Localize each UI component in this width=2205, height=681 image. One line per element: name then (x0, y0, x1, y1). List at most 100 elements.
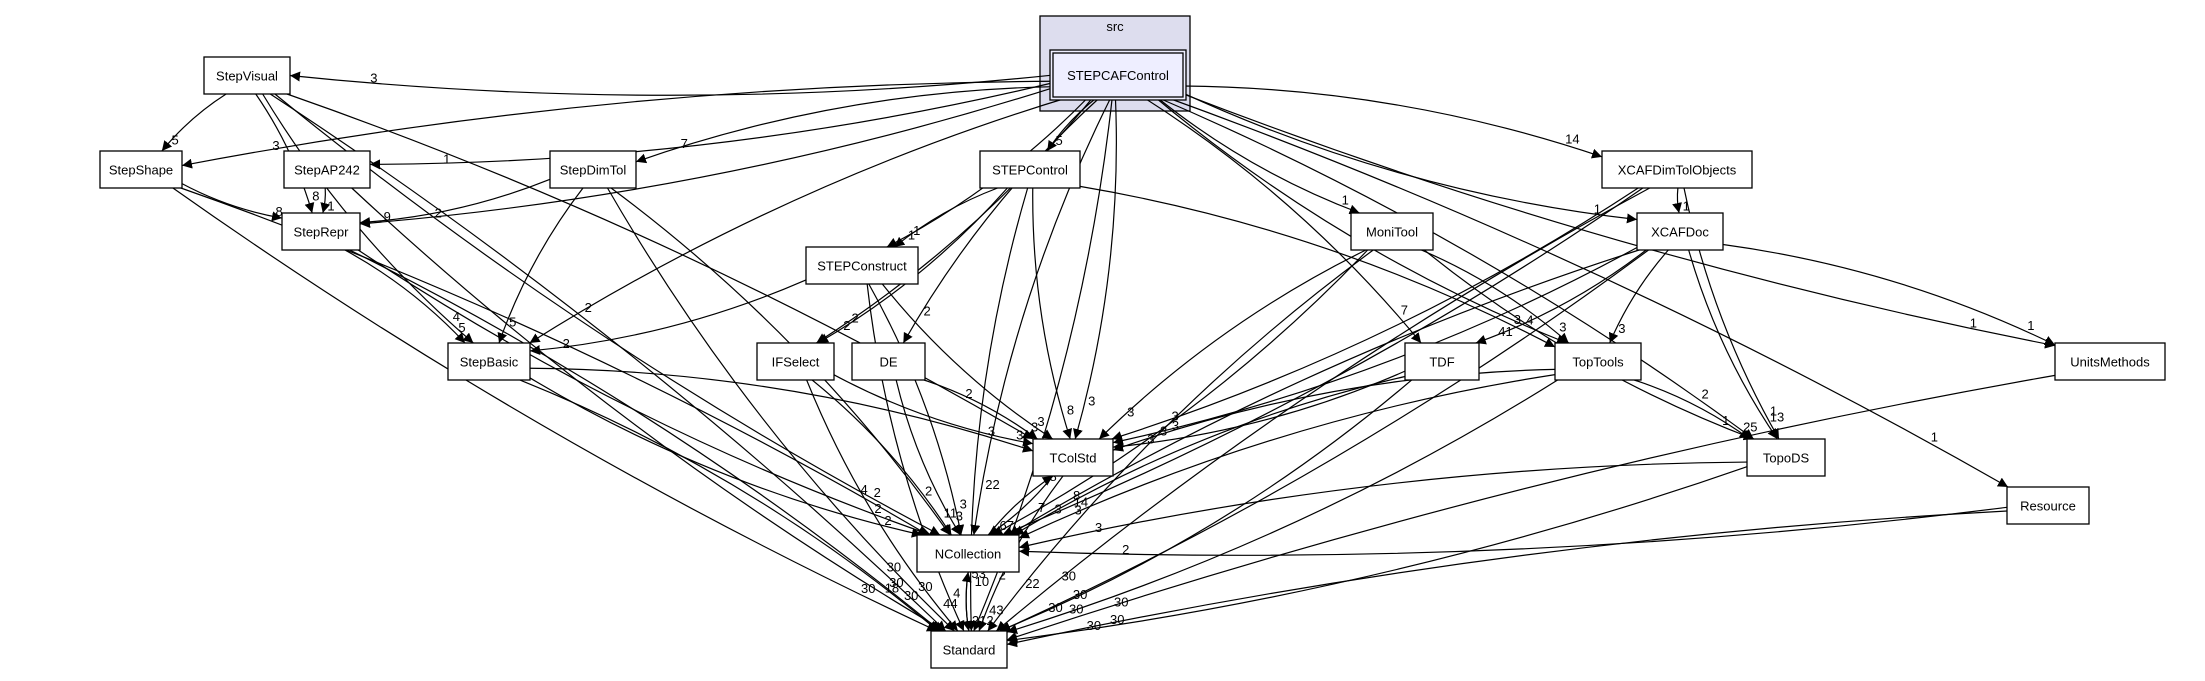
edge-stepconstruct-to-ncollection[interactable]: 3 (868, 283, 967, 536)
edge-xcafdoc-to-toptools[interactable]: 3 (1609, 249, 1669, 344)
edge-xcafdimtolobjects-to-standard[interactable]: 30 (995, 187, 1650, 632)
edge-xcafdoc-to-tcolstd[interactable]: 3 (1112, 246, 1638, 446)
edge-stepcafcontrol-to-tcolstd[interactable]: 3 (1073, 96, 1117, 440)
edge-stepcafcontrol-to-steprepr[interactable]: 2 (359, 87, 1054, 229)
edge-stepconstruct-to-standard[interactable]: 4 (866, 283, 965, 632)
edge-steprepr-to-stepbasic[interactable]: 5 (344, 249, 466, 344)
edge-stepcafcontrol-to-stepvisual[interactable]: 3 (289, 71, 1054, 96)
edge-stepbasic-to-standard[interactable]: 30 (519, 379, 939, 632)
edge-stepshape-to-steprepr[interactable]: 8 (181, 183, 283, 222)
edge-label: 1 (1683, 199, 1690, 214)
edge-stepdimtol-to-standard[interactable]: 30 (606, 187, 955, 632)
edge-topods-to-ncollection[interactable]: 3 (1018, 461, 1748, 551)
edge-stepcafcontrol-to-ncollection[interactable]: 22 (970, 96, 1112, 536)
edge-stepdimtol-to-stepbasic[interactable]: 5 (497, 187, 584, 344)
edge-stepcontrol-to-ifselect[interactable]: 2 (817, 187, 1008, 344)
node-stepdimtol[interactable]: StepDimTol (549, 150, 637, 189)
edge-stepbasic-to-tcolstd[interactable]: 3 (529, 367, 1034, 453)
node-steprepr[interactable]: StepRepr (281, 212, 361, 251)
edge-label: 2 (925, 483, 932, 498)
edge-monitool-to-tcolstd[interactable]: 3 (1098, 249, 1367, 440)
edge-xcafdoc-to-standard[interactable]: 30 (1000, 249, 1649, 632)
edge-unitsmethods-to-standard[interactable]: 30 (1006, 374, 2056, 642)
edge-resource-to-ncollection[interactable]: 2 (1018, 506, 2008, 557)
edge-xcafdoc-to-unitsmethods[interactable]: 1 (1722, 243, 2056, 346)
node-label-stepcontrol: STEPControl (992, 163, 1068, 178)
edge-toptools-to-ncollection[interactable]: 3 (1018, 374, 1556, 539)
node-stepbasic[interactable]: StepBasic (447, 342, 531, 381)
node-xcafdimtolobjects[interactable]: XCAFDimTolObjects (1601, 150, 1753, 189)
edge-xcafdoc-to-tdf[interactable]: 41 (1475, 249, 1647, 345)
edge-xcafdoc-to-ncollection[interactable]: 8 (1008, 249, 1640, 536)
edge-resource-to-standard[interactable]: 30 (1006, 510, 2008, 648)
node-monitool[interactable]: MoniTool (1350, 212, 1434, 251)
node-tdf[interactable]: TDF (1404, 342, 1480, 381)
edge-steprepr-to-standard[interactable]: 30 (349, 249, 941, 632)
node-topods[interactable]: TopoDS (1746, 438, 1826, 477)
edge-toptools-to-topods[interactable]: 25 (1634, 379, 1758, 440)
edge-stepbasic-to-ncollection[interactable]: 2 (529, 377, 922, 538)
edge-stepcontrol-to-tcolstd[interactable]: 8 (1032, 187, 1074, 440)
edge-stepcontrol-to-stepconstruct[interactable]: 1 (893, 187, 998, 248)
node-toptools[interactable]: TopTools (1554, 342, 1642, 381)
edge-stepap242-to-steprepr[interactable]: 1 (320, 187, 335, 214)
edge-monitool-to-standard[interactable]: 22 (987, 249, 1374, 632)
node-stepcafcontrol[interactable]: STEPCAFControl (1049, 49, 1187, 101)
edge-stepcafcontrol-to-stepshape[interactable]: 3 (181, 80, 1054, 169)
edge-stepcafcontrol-to-stepbasic[interactable]: 2 (529, 96, 1070, 344)
edge-de-to-tcolstd[interactable]: 3 (923, 379, 1038, 440)
edge-label: 3 (1037, 414, 1044, 429)
edge-stepshape-to-standard[interactable]: 30 (172, 187, 938, 632)
node-de[interactable]: DE (851, 342, 926, 381)
edge-label: 2 (874, 501, 881, 516)
edge-toptools-to-standard[interactable]: 30 (1006, 379, 1558, 634)
edge-stepcafcontrol-to-xcafdoc[interactable]: 1 (1182, 92, 1638, 224)
edge-xcafdimtolobjects-to-tcolstd[interactable]: 3 (1111, 187, 1639, 441)
edge-de-to-ncollection[interactable]: 3 (895, 379, 963, 536)
node-stepvisual[interactable]: StepVisual (203, 56, 291, 95)
edge-ifselect-to-ncollection[interactable]: 11 (811, 379, 957, 536)
node-standard[interactable]: Standard (930, 630, 1008, 669)
node-stepcontrol[interactable]: STEPControl (979, 150, 1081, 189)
edge-monitool-to-toptools[interactable]: 3 (1421, 249, 1570, 344)
node-unitsmethods[interactable]: UnitsMethods (2054, 342, 2166, 381)
edge-steprepr-to-ncollection[interactable]: 2 (357, 249, 932, 537)
node-stepconstruct[interactable]: STEPConstruct (805, 246, 919, 285)
node-resource[interactable]: Resource (2006, 486, 2090, 525)
edge-stepcafcontrol-to-xcafdimtolobjects[interactable]: 14 (1182, 85, 1603, 159)
edge-stepvisual-to-stepshape[interactable]: 5 (161, 93, 227, 152)
edge-ifselect-to-standard[interactable]: 44 (806, 379, 959, 632)
edge-tdf-to-ncollection[interactable]: 3 (1013, 375, 1406, 536)
node-ifselect[interactable]: IFSelect (756, 342, 835, 381)
edge-label: 14 (1074, 495, 1088, 510)
edge-xcafdoc-to-topods[interactable]: 13 (1688, 249, 1785, 440)
node-tcolstd[interactable]: TColStd (1032, 438, 1114, 477)
edge-monitool-to-ncollection[interactable]: 7 (992, 249, 1369, 536)
edge-label: 14 (1565, 132, 1579, 147)
node-label-ncollection: NCollection (935, 547, 1001, 562)
edge-label: 3 (1055, 502, 1062, 517)
edge-stepconstruct-to-tcolstd[interactable]: 3 (881, 283, 1053, 440)
edge-stepconstruct-to-stepbasic[interactable]: 2 (529, 279, 807, 355)
edge-stepcafcontrol-to-ifselect[interactable]: 2 (816, 96, 1094, 344)
node-ncollection[interactable]: NCollection (916, 534, 1020, 573)
edge-stepvisual-to-standard[interactable]: 30 (269, 93, 947, 632)
edge-stepcafcontrol-to-tdf[interactable]: 7 (1142, 96, 1422, 344)
edge-stepcafcontrol-to-de[interactable]: 2 (902, 96, 1101, 344)
edge-stepcafcontrol-to-unitsmethods[interactable]: 1 (1182, 93, 2056, 349)
edge-ifselect-to-tcolstd[interactable]: 3 (833, 374, 1034, 447)
edge-stepcontrol-to-toptools[interactable]: 3 (1079, 185, 1556, 348)
edge-stepcafcontrol-to-stepdimtol[interactable]: 7 (635, 86, 1054, 164)
edge-topods-to-standard[interactable]: 30 (1006, 466, 1748, 645)
edge-stepdimtol-to-steprepr[interactable]: 9 (359, 178, 551, 227)
edge-stepap242-to-standard[interactable]: 18 (351, 187, 945, 632)
node-stepshape[interactable]: StepShape (99, 150, 183, 189)
node-xcafdoc[interactable]: XCAFDoc (1636, 212, 1724, 251)
node-stepap242[interactable]: StepAP242 (283, 150, 371, 189)
node-label-tcolstd: TColStd (1050, 451, 1097, 466)
edge-xcafdimtolobjects-to-xcafdoc[interactable]: 1 (1672, 187, 1690, 214)
edge-stepvisual-to-tcolstd[interactable]: 2 (286, 93, 1034, 440)
edge-stepcafcontrol-to-resource[interactable]: 1 (1165, 96, 2009, 488)
edge-stepcafcontrol-to-topods[interactable]: 2 (1156, 96, 1755, 440)
edge-stepcafcontrol-to-monitool[interactable]: 1 (1156, 96, 1360, 215)
